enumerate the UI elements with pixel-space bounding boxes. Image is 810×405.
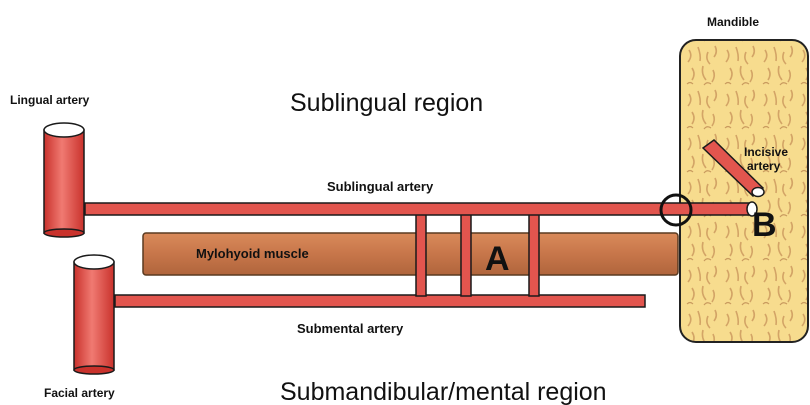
submental-artery [115,295,645,307]
lingual-artery-label: Lingual artery [10,93,90,107]
sublingual-artery-label: Sublingual artery [327,179,434,194]
facial-artery-label: Facial artery [44,386,115,400]
submandibular-region-label: Submandibular/mental region [280,378,607,405]
lingual-artery-cylinder-icon [44,123,84,237]
marker-a: A [485,240,510,278]
mylohyoid-muscle-label: Mylohyoid muscle [196,246,309,261]
incisive-artery-end [752,188,764,197]
mandible-bone [680,40,808,342]
incisive-artery-label-line2: artery [747,159,781,173]
mandible-label: Mandible [707,15,759,29]
submental-artery-label: Submental artery [297,321,404,336]
perforating-vessel-2 [461,214,471,296]
incisive-artery-label-line1: Incisive [744,145,788,159]
perforating-vessel-1 [416,214,426,296]
perforating-vessel-3 [529,214,539,296]
facial-artery-cylinder-icon [74,255,114,374]
sublingual-region-label: Sublingual region [290,89,483,117]
marker-b: B [752,206,777,244]
sublingual-artery [85,203,753,215]
